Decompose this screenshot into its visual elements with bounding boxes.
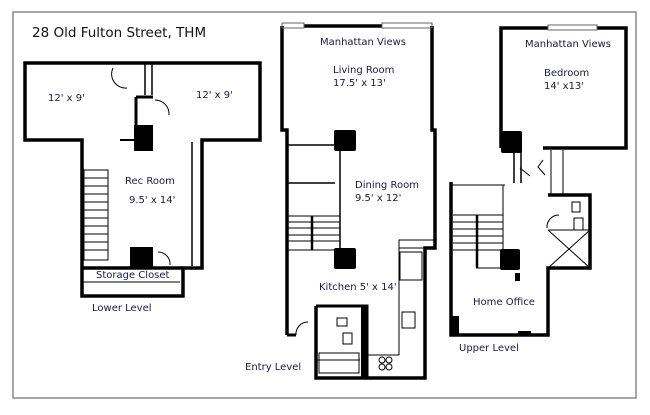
plan-title: 28 Old Fulton Street, THM <box>32 25 207 41</box>
stairs-upper <box>453 214 503 268</box>
pillar <box>515 273 520 281</box>
storage-closet-label: Storage Closet <box>96 270 170 281</box>
views-label-entry: Manhattan Views <box>320 37 406 48</box>
pillar <box>334 130 356 151</box>
wall-segment <box>452 316 459 334</box>
pillar <box>501 131 522 153</box>
window <box>547 24 598 31</box>
kitchen-label: Kitchen 5' x 14' <box>319 282 397 293</box>
bedroom-label: Bedroom <box>544 68 590 79</box>
living-room-size: 17.5' x 13' <box>333 78 386 89</box>
dining-room-label: Dining Room <box>355 180 419 191</box>
rec-room-label: Rec Room <box>125 176 175 187</box>
room-left-size: 12' x 9' <box>48 93 85 104</box>
living-room-label: Living Room <box>333 65 395 76</box>
wall-segment <box>518 331 531 336</box>
room-right-size: 12' x 9' <box>196 90 233 101</box>
dining-room-size: 9.5' x 12' <box>355 193 402 204</box>
pillar <box>500 249 520 270</box>
upper-level-plan <box>449 26 628 337</box>
windows-entry <box>281 22 433 29</box>
pillar <box>334 248 356 269</box>
bedroom-size: 14' x13' <box>544 81 585 92</box>
stove-icon <box>378 356 393 371</box>
stairs-entry <box>287 215 340 251</box>
upper-level-label: Upper Level <box>459 343 519 354</box>
pillar <box>134 125 153 151</box>
home-office-label: Home Office <box>473 297 535 308</box>
views-label-upper: Manhattan Views <box>525 39 611 50</box>
lower-level-label: Lower Level <box>92 303 152 314</box>
entry-level-plan <box>280 24 437 380</box>
lower-level-plan <box>23 61 262 298</box>
pillar <box>130 247 153 268</box>
entry-level-label: Entry Level <box>245 362 302 373</box>
stairs-lower <box>83 169 109 261</box>
frame <box>12 11 637 399</box>
rec-room-size: 9.5' x 14' <box>129 195 176 206</box>
